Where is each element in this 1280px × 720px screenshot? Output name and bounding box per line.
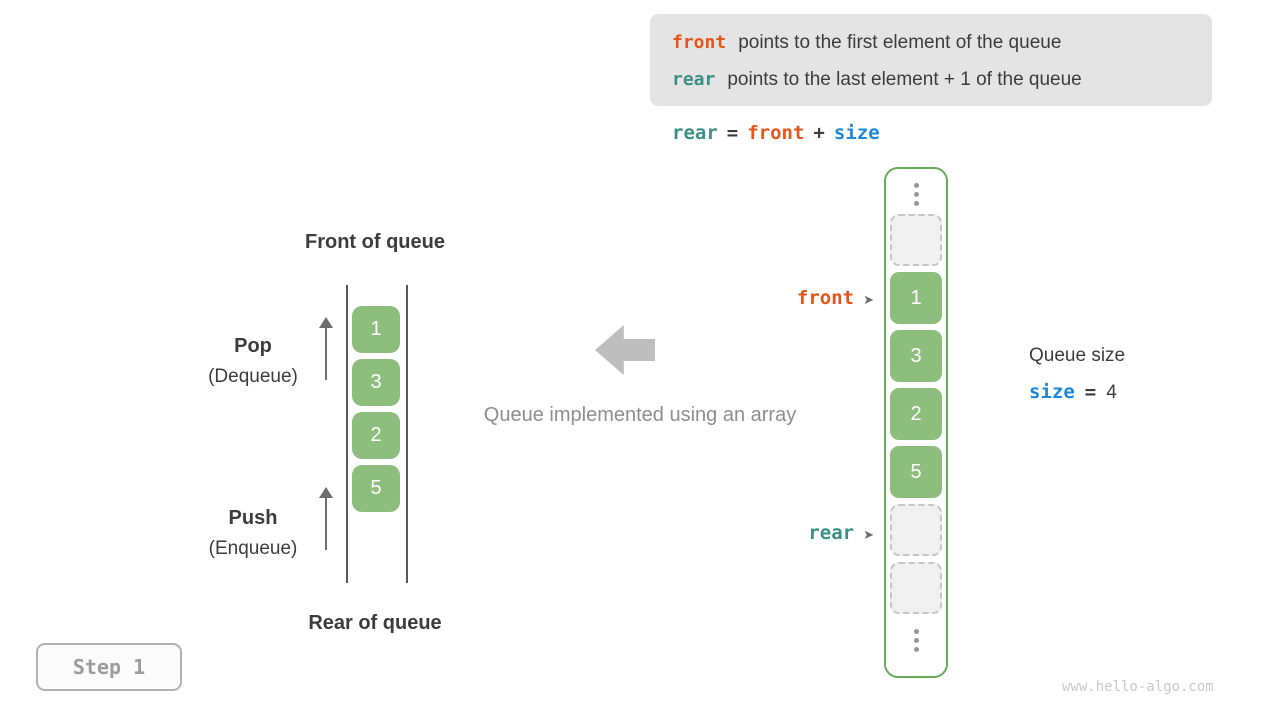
rear-pointer-text: rear <box>808 522 855 544</box>
push-label: Push <box>228 507 278 529</box>
front-pointer-text: front <box>796 287 855 309</box>
watermark-text: www.hello-algo.com <box>1062 679 1214 695</box>
queue-rail-left <box>346 285 348 583</box>
push-up-arrow-icon <box>319 487 333 550</box>
arrow-shaft <box>325 328 327 380</box>
formula-front: front <box>747 122 805 144</box>
front-definition-text: points to the first element of the queue <box>738 32 1062 53</box>
queue-rail-right <box>406 285 408 583</box>
array-slot-filled: 3 <box>890 330 942 382</box>
formula-rear: rear <box>672 122 718 144</box>
vertical-ellipsis-icon <box>886 629 946 652</box>
queue-size-block: Queue size size = 4 <box>1029 343 1127 416</box>
formula-size: size <box>833 122 880 144</box>
arrow-shaft <box>325 498 327 550</box>
size-value: 4 <box>1106 382 1117 403</box>
left-block-arrow-icon <box>595 325 655 375</box>
formula-plus: + <box>813 122 825 144</box>
ellipsis-dot <box>913 201 919 206</box>
rear-formula: rear = front + size <box>672 122 889 144</box>
pop-up-arrow-icon <box>319 317 333 380</box>
push-operation-label: Push (Enqueue) <box>188 505 318 567</box>
queue-size-value-line: size = 4 <box>1029 369 1127 416</box>
pop-label: Pop <box>234 335 272 357</box>
front-definition-line: front points to the first element of the … <box>672 24 1212 61</box>
queue-size-title: Queue size <box>1029 345 1126 366</box>
enqueue-label: (Enqueue) <box>208 538 298 559</box>
rear-definition-line: rear points to the last element + 1 of th… <box>672 61 1212 98</box>
array-slot-filled: 2 <box>890 388 942 440</box>
dequeue-label: (Dequeue) <box>208 366 298 387</box>
figure-caption: Queue implemented using an array <box>483 404 797 426</box>
front-pointer-label: front ➤ <box>690 287 874 310</box>
array-column: 1 3 2 5 <box>884 167 948 678</box>
ellipsis-dot <box>913 183 919 188</box>
arrow-head <box>319 487 333 498</box>
array-slot-empty <box>890 214 942 266</box>
pointer-definitions-box: front points to the first element of the … <box>650 14 1212 106</box>
pointer-arrow-icon: ➤ <box>863 527 874 542</box>
size-equals: = <box>1084 381 1097 403</box>
ellipsis-dot <box>913 647 919 652</box>
front-code-token: front <box>672 32 727 53</box>
step-badge: Step 1 <box>36 643 182 691</box>
rear-pointer-label: rear ➤ <box>690 522 874 545</box>
array-slot-filled: 1 <box>890 272 942 324</box>
rear-code-token: rear <box>672 69 716 90</box>
array-slot-empty <box>890 562 942 614</box>
ellipsis-dot <box>913 638 919 643</box>
front-of-queue-title: Front of queue <box>305 231 445 253</box>
ellipsis-dot <box>913 629 919 634</box>
left-queue-cell: 1 <box>352 306 400 353</box>
size-code-token: size <box>1029 381 1075 403</box>
array-slot-empty <box>890 504 942 556</box>
pointer-arrow-icon: ➤ <box>863 292 874 307</box>
rear-of-queue-title: Rear of queue <box>308 612 442 634</box>
array-slot-filled: 5 <box>890 446 942 498</box>
pop-operation-label: Pop (Dequeue) <box>188 333 318 395</box>
left-queue-cell: 5 <box>352 465 400 512</box>
left-queue-cell: 2 <box>352 412 400 459</box>
left-queue-cell: 3 <box>352 359 400 406</box>
vertical-ellipsis-icon <box>886 183 946 206</box>
arrow-head <box>319 317 333 328</box>
ellipsis-dot <box>913 192 919 197</box>
formula-equals: = <box>726 122 739 144</box>
rear-definition-text: points to the last element + 1 of the qu… <box>727 69 1082 90</box>
